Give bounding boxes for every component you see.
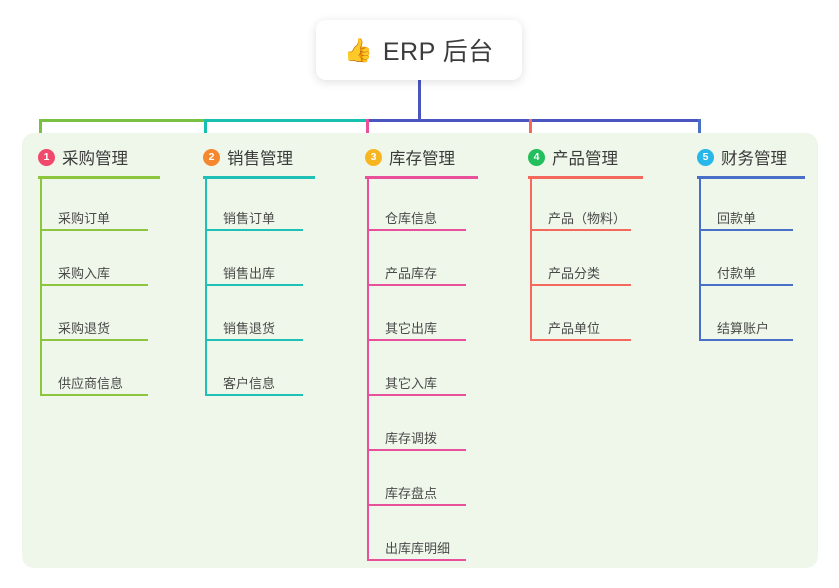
bus-segment-green: [39, 119, 204, 122]
leaf-underline: [205, 339, 303, 341]
leaf-underline: [367, 449, 466, 451]
leaf-label: 产品（物料）: [548, 211, 627, 226]
column-spine-5: [699, 176, 701, 339]
leaf-item[interactable]: 采购入库: [40, 263, 150, 286]
column-header-5[interactable]: 5 财务管理: [697, 145, 787, 169]
leaf-item[interactable]: 其它出库: [367, 318, 468, 341]
column-badge-1: 1: [38, 148, 55, 166]
leaf-item[interactable]: 客户信息: [205, 373, 305, 396]
leaf-label: 产品单位: [548, 321, 601, 336]
leaf-underline: [367, 284, 466, 286]
leaf-item[interactable]: 结算账户: [699, 318, 795, 341]
column-header-4[interactable]: 4 产品管理: [528, 145, 618, 169]
leaf-underline: [40, 339, 148, 341]
column-title-4: 产品管理: [552, 150, 618, 168]
root-stem: [418, 80, 421, 122]
leaf-underline: [699, 339, 793, 341]
bus-segment-blue: [366, 119, 701, 122]
leaf-underline: [530, 284, 631, 286]
leaf-underline: [40, 394, 148, 396]
drop-line-3: [366, 119, 369, 145]
column-title-3: 库存管理: [389, 150, 455, 168]
leaf-item[interactable]: 销售订单: [205, 208, 305, 231]
root-title: ERP 后台: [382, 38, 494, 66]
leaf-underline: [530, 229, 631, 231]
root-node[interactable]: 👍 ERP 后台: [316, 20, 522, 80]
column-title-1: 采购管理: [62, 150, 128, 168]
column-header-2[interactable]: 2 销售管理: [203, 145, 293, 169]
drop-line-4: [529, 119, 532, 145]
leaf-label: 仓库信息: [385, 211, 438, 226]
leaf-item[interactable]: 销售出库: [205, 263, 305, 286]
leaf-underline: [367, 229, 466, 231]
bus-segment-teal: [204, 119, 366, 122]
leaf-item[interactable]: 回款单: [699, 208, 795, 231]
column-title-5: 财务管理: [721, 150, 787, 168]
column-badge-3: 3: [365, 148, 382, 166]
thumbs-up-icon: 👍: [344, 36, 373, 63]
leaf-label: 产品库存: [385, 266, 438, 281]
leaf-label: 回款单: [717, 211, 757, 226]
leaf-underline: [367, 504, 466, 506]
leaf-label: 销售出库: [223, 266, 276, 281]
leaf-label: 供应商信息: [58, 376, 124, 391]
column-underline-1: [38, 176, 160, 179]
leaf-item[interactable]: 销售退货: [205, 318, 305, 341]
leaf-item[interactable]: 其它入库: [367, 373, 468, 396]
leaf-label: 库存盘点: [385, 486, 438, 501]
column-spine-4: [530, 176, 532, 339]
leaf-label: 采购退货: [58, 321, 111, 336]
column-badge-2: 2: [203, 148, 220, 166]
column-badge-4: 4: [528, 148, 545, 166]
leaf-label: 其它出库: [385, 321, 438, 336]
leaf-label: 产品分类: [548, 266, 601, 281]
column-underline-4: [528, 176, 643, 179]
leaf-label: 采购订单: [58, 211, 111, 226]
drop-line-2: [204, 119, 207, 145]
leaf-item[interactable]: 产品库存: [367, 263, 468, 286]
leaf-underline: [367, 339, 466, 341]
leaf-item[interactable]: 产品（物料）: [530, 208, 633, 231]
column-underline-2: [203, 176, 315, 179]
leaf-label: 出库库明细: [385, 541, 451, 556]
column-spine-3: [367, 176, 369, 559]
leaf-label: 结算账户: [717, 321, 770, 336]
leaf-underline: [40, 229, 148, 231]
leaf-label: 采购入库: [58, 266, 111, 281]
column-underline-3: [365, 176, 478, 179]
leaf-label: 其它入库: [385, 376, 438, 391]
column-title-2: 销售管理: [227, 150, 293, 168]
branches-panel: [22, 133, 818, 568]
column-badge-5: 5: [697, 148, 714, 166]
column-header-3[interactable]: 3 库存管理: [365, 145, 455, 169]
leaf-item[interactable]: 库存盘点: [367, 483, 468, 506]
leaf-underline: [530, 339, 631, 341]
leaf-underline: [367, 394, 466, 396]
leaf-label: 客户信息: [223, 376, 276, 391]
leaf-item[interactable]: 供应商信息: [40, 373, 150, 396]
drop-line-1: [39, 119, 42, 145]
leaf-item[interactable]: 付款单: [699, 263, 795, 286]
leaf-label: 销售订单: [223, 211, 276, 226]
leaf-item[interactable]: 库存调拨: [367, 428, 468, 451]
leaf-item[interactable]: 产品分类: [530, 263, 633, 286]
column-header-1[interactable]: 1 采购管理: [38, 145, 128, 169]
leaf-item[interactable]: 采购退货: [40, 318, 150, 341]
leaf-item[interactable]: 采购订单: [40, 208, 150, 231]
column-underline-5: [697, 176, 805, 179]
leaf-item[interactable]: 产品单位: [530, 318, 633, 341]
leaf-label: 销售退货: [223, 321, 276, 336]
leaf-underline: [205, 229, 303, 231]
leaf-underline: [40, 284, 148, 286]
leaf-label: 付款单: [717, 266, 757, 281]
leaf-underline: [699, 229, 793, 231]
leaf-underline: [699, 284, 793, 286]
leaf-underline: [205, 284, 303, 286]
leaf-underline: [205, 394, 303, 396]
drop-line-5: [698, 119, 701, 145]
leaf-item[interactable]: 出库库明细: [367, 538, 468, 561]
leaf-label: 库存调拨: [385, 431, 438, 446]
leaf-underline: [367, 559, 466, 561]
leaf-item[interactable]: 仓库信息: [367, 208, 468, 231]
